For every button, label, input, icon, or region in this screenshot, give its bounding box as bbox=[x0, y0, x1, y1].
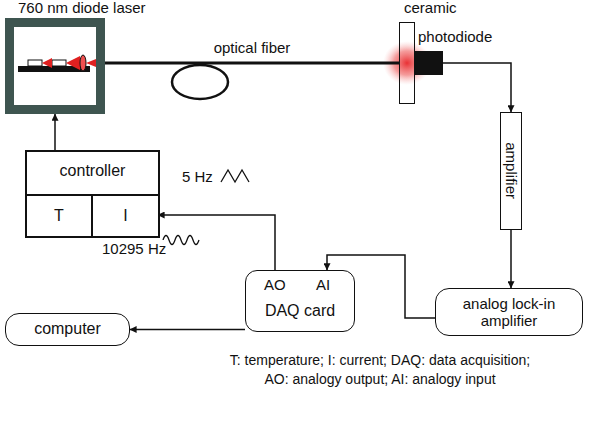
controller-box: controllerT I bbox=[25, 150, 160, 238]
signal-label: 10295 Hz bbox=[100, 240, 168, 257]
current-cell: I bbox=[93, 194, 158, 236]
laser-beam bbox=[86, 59, 96, 67]
node-text: amplifier bbox=[502, 143, 519, 200]
node-text: AI bbox=[316, 276, 330, 293]
laser-housing: 760 nm diode laser bbox=[5, 18, 105, 114]
fiber-loop bbox=[172, 65, 228, 99]
node-text: DAQ card bbox=[246, 302, 354, 320]
laser-beam bbox=[66, 56, 80, 70]
ceramic-plate: ceramic bbox=[399, 22, 415, 104]
photodiode: photodiode bbox=[415, 51, 443, 75]
computer-box: computer bbox=[5, 313, 130, 346]
signal-wire bbox=[443, 63, 511, 112]
laser-chip bbox=[28, 60, 42, 66]
edge-label: optical fiber bbox=[212, 39, 293, 56]
optical-fiber bbox=[105, 62, 399, 65]
temperature-cell: T bbox=[27, 194, 93, 236]
abbreviation-note: AO: analogy output; AI: analogy input bbox=[86, 371, 589, 387]
node-text: T bbox=[54, 207, 64, 225]
sine-wave bbox=[163, 236, 199, 245]
daq-card: AO AI DAQ card bbox=[245, 270, 355, 332]
signal-label: 5 Hz bbox=[180, 168, 215, 185]
housing-interior bbox=[14, 27, 96, 105]
node-text: photodiode bbox=[418, 28, 492, 45]
node-text: 760 nm diode laser bbox=[18, 0, 146, 16]
node-text: I bbox=[123, 207, 127, 225]
node-text: AO bbox=[264, 276, 286, 293]
amplifier-box: amplifier bbox=[500, 112, 522, 230]
lens bbox=[80, 55, 86, 71]
control-wire bbox=[54, 114, 56, 150]
signal-wire bbox=[510, 230, 512, 288]
abbreviation-note: T: temperature; I: current; DAQ: data ac… bbox=[86, 352, 589, 368]
lock-in-amplifier: analog lock-in amplifier bbox=[435, 288, 583, 336]
node-text: controller bbox=[60, 162, 126, 180]
triangle-wave bbox=[221, 170, 249, 182]
node-text: analog lock-in amplifier bbox=[443, 295, 575, 330]
laser-chip bbox=[52, 60, 66, 66]
node-text: ceramic bbox=[404, 0, 457, 16]
data-wire bbox=[130, 329, 245, 331]
node-text: computer bbox=[34, 320, 101, 338]
signal-wire bbox=[158, 215, 275, 270]
laser-beam bbox=[42, 58, 52, 68]
